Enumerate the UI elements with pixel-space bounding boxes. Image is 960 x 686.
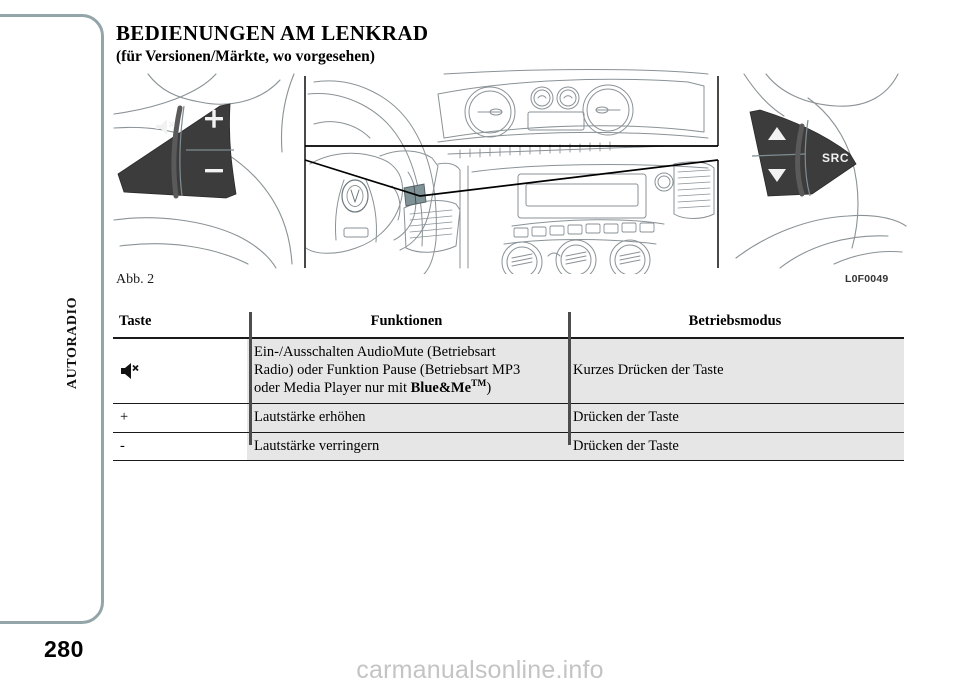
left-button-pad — [117, 103, 237, 199]
cell-mode-plus: Drücken der Taste — [566, 403, 904, 433]
speaker-mute-icon — [120, 362, 142, 380]
volume-down-icon — [205, 169, 223, 173]
table-row: - Lautstärke verringern Drücken der Tast… — [113, 432, 904, 462]
page-subtitle: (für Versionen/Märkte, wo vorgesehen) — [116, 48, 375, 66]
section-label: AUTORADIO — [58, 283, 88, 403]
function-line-2: Radio) oder Funktion Pause (Betriebsart … — [254, 361, 521, 378]
table-row: Ein-/Ausschalten AudioMute (Betriebsart … — [113, 338, 904, 404]
section-label-text: AUTORADIO — [65, 296, 81, 390]
figure-code: L0F0049 — [845, 273, 889, 285]
controls-table: Taste Funktionen Betriebsmodus Ein-/Auss… — [113, 312, 904, 462]
table-column-divider-2 — [568, 312, 571, 445]
src-label: SRC — [822, 151, 849, 165]
page-border-frame — [0, 14, 104, 624]
column-header-betriebsmodus: Betriebsmodus — [566, 312, 904, 338]
function-line-3: oder Media Player nur mit — [254, 380, 411, 397]
cell-key-mute — [113, 338, 247, 404]
cell-function-minus: Lautstärke verringern — [247, 432, 566, 462]
column-header-taste: Taste — [113, 312, 247, 338]
cell-mode-mute: Kurzes Drücken der Taste — [566, 338, 904, 404]
figure-steering-wheel-controls: SRC — [108, 68, 908, 274]
cell-function-mute: Ein-/Ausschalten AudioMute (Betriebsart … — [247, 338, 566, 404]
cell-mode-minus: Drücken der Taste — [566, 432, 904, 462]
triangle-down-icon — [768, 169, 786, 182]
leader-lines — [304, 145, 719, 197]
table-row: + Lautstärke erhöhen Drücken der Taste — [113, 403, 904, 433]
triangle-up-icon — [768, 127, 786, 140]
trademark-symbol: TM — [471, 379, 487, 390]
watermark: carmanualsonline.info — [356, 656, 604, 684]
cell-key-plus: + — [113, 403, 247, 433]
controls-table-wrapper: Taste Funktionen Betriebsmodus Ein-/Auss… — [113, 312, 904, 462]
cell-key-minus: - — [113, 432, 247, 462]
function-tail: ) — [486, 380, 492, 397]
column-header-funktionen: Funktionen — [247, 312, 566, 338]
function-line-1: Ein-/Ausschalten AudioMute (Betriebsart — [254, 344, 496, 360]
page-number: 280 — [44, 636, 84, 662]
page-title-block: BEDIENUNGEN AM LENKRAD (für Versionen/Mä… — [116, 21, 816, 66]
table-header-row: Taste Funktionen Betriebsmodus — [113, 312, 904, 338]
brand-blue-and-me: Blue&Me — [410, 380, 472, 397]
page-title: BEDIENUNGEN AM LENKRAD — [116, 21, 429, 45]
mute-icon — [156, 119, 175, 135]
table-column-divider-1 — [249, 312, 252, 445]
figure-caption: Abb. 2 — [116, 272, 155, 287]
cell-function-plus: Lautstärke erhöhen — [247, 403, 566, 433]
volume-up-icon — [205, 109, 223, 128]
